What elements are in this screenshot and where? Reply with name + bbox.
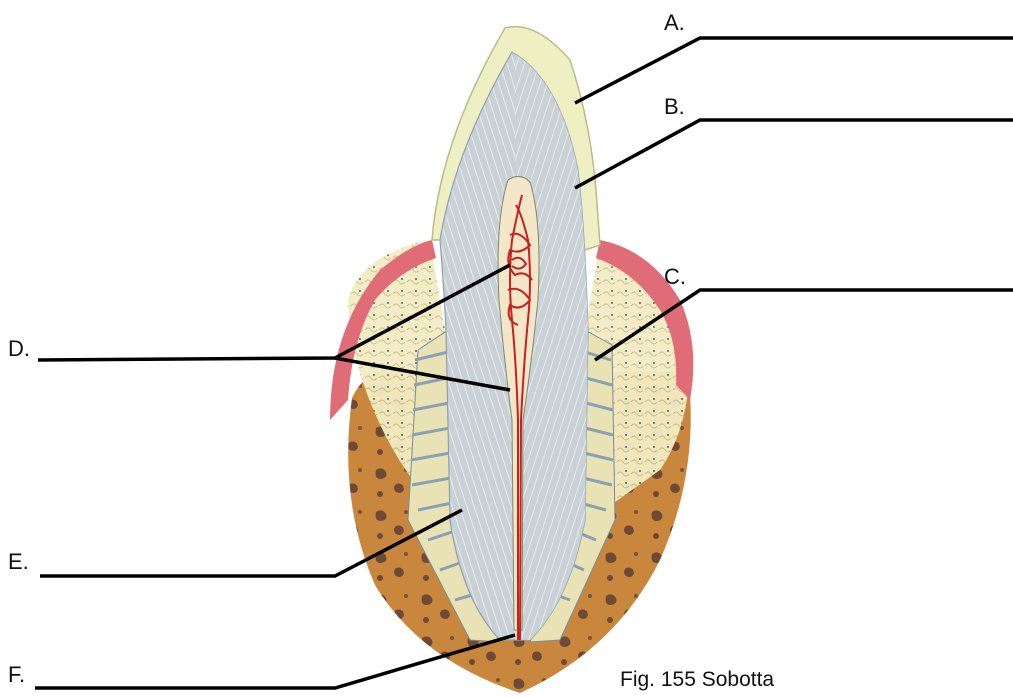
- leader-b: [575, 120, 1013, 188]
- label-b: B.: [664, 96, 685, 118]
- figure-caption: Fig. 155 Sobotta: [620, 669, 774, 690]
- label-a: A.: [664, 12, 685, 34]
- label-e: E.: [8, 551, 29, 573]
- label-d: D.: [8, 338, 30, 360]
- leader-a: [575, 38, 1013, 103]
- label-f: F.: [8, 664, 25, 686]
- label-c: C.: [664, 266, 686, 288]
